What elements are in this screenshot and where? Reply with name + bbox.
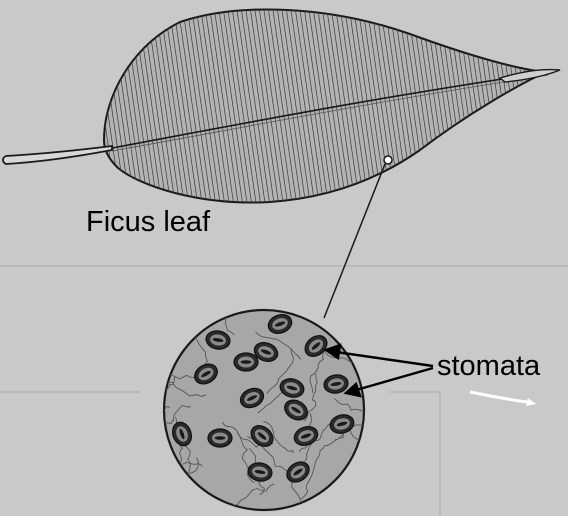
stoma xyxy=(253,341,279,363)
stomata-group xyxy=(171,313,355,483)
stomata-arrow-lower xyxy=(355,366,434,392)
leaf-petiole xyxy=(2,144,113,165)
stoma xyxy=(286,461,310,483)
stomata-arrows xyxy=(323,343,434,398)
stoma xyxy=(207,428,233,448)
stoma xyxy=(323,374,349,394)
leaf-blade xyxy=(102,8,550,204)
ficus-leaf-label: Ficus leaf xyxy=(86,206,211,238)
magnification-connector xyxy=(323,163,386,319)
stomata-arrowhead-lower xyxy=(343,381,362,398)
stoma xyxy=(284,399,308,421)
stoma xyxy=(233,352,259,372)
stoma xyxy=(304,335,328,357)
stomata-arrow-upper xyxy=(335,350,434,368)
leaf-tip xyxy=(498,68,561,83)
leaf-midrib xyxy=(111,71,549,149)
stoma xyxy=(329,414,355,434)
background-texture xyxy=(0,265,568,516)
leaf xyxy=(2,8,561,204)
stomata-label: stomata xyxy=(437,350,541,382)
stoma xyxy=(194,363,218,385)
page-artifact xyxy=(469,390,529,404)
stoma xyxy=(205,330,231,350)
stoma xyxy=(239,387,265,409)
sample-point-marker xyxy=(383,155,393,165)
stoma xyxy=(171,421,193,447)
stoma xyxy=(247,462,273,482)
stoma xyxy=(250,425,274,447)
magnified-surface xyxy=(162,308,366,512)
stomata-arrowhead-upper xyxy=(323,343,342,361)
stoma xyxy=(279,378,305,398)
stoma xyxy=(267,313,293,335)
stoma xyxy=(293,425,319,447)
